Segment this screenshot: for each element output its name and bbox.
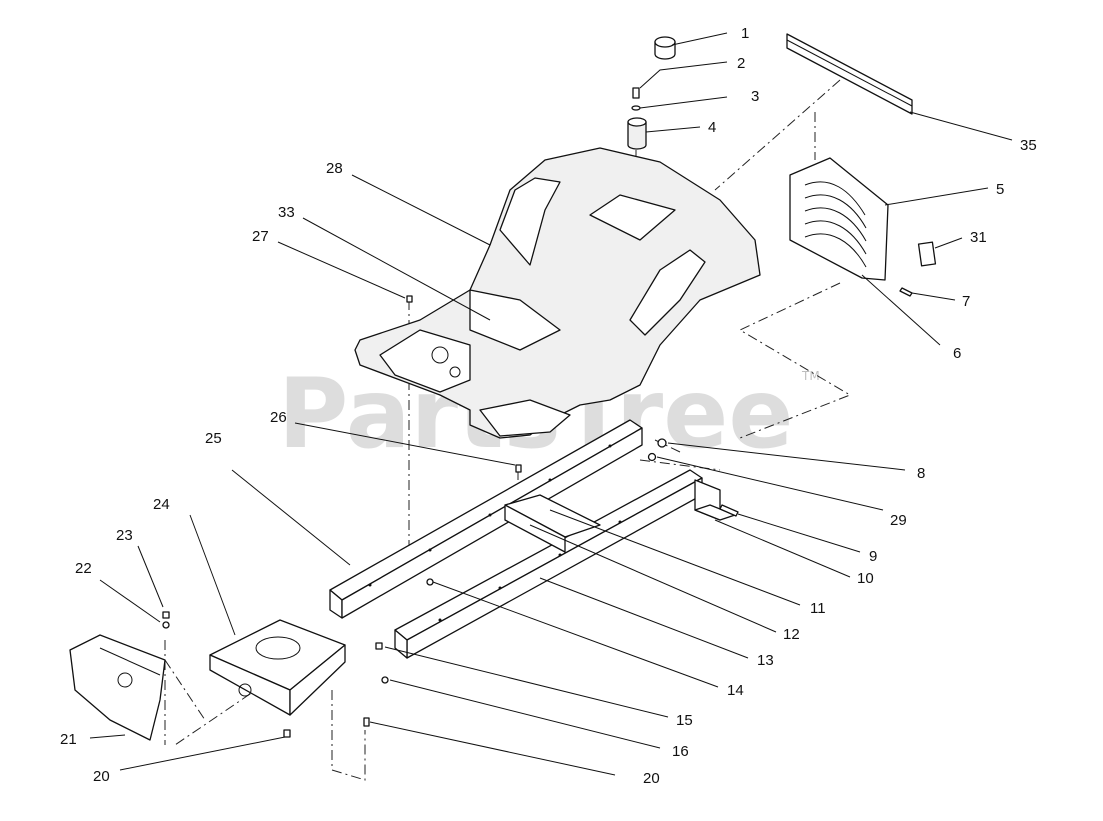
callout-6: 6 bbox=[953, 345, 961, 362]
part-bar bbox=[786, 33, 913, 115]
callout-22: 22 bbox=[75, 560, 92, 577]
part-frame-rail-left bbox=[329, 419, 643, 619]
part-screw-washer bbox=[631, 87, 641, 111]
callout-12: 12 bbox=[783, 626, 800, 643]
part-knob bbox=[654, 36, 676, 60]
part-decal bbox=[917, 241, 937, 267]
callout-3: 3 bbox=[751, 88, 759, 105]
part-bolt-9 bbox=[719, 504, 739, 517]
callout-5: 5 bbox=[996, 181, 1004, 198]
part-nut-29 bbox=[647, 452, 657, 462]
part-grille-panel bbox=[789, 157, 889, 281]
callout-26: 26 bbox=[270, 409, 287, 426]
callout-28: 28 bbox=[326, 160, 343, 177]
callout-29: 29 bbox=[890, 512, 907, 529]
callout-15: 15 bbox=[676, 712, 693, 729]
callout-23: 23 bbox=[116, 527, 133, 544]
callout-31: 31 bbox=[970, 229, 987, 246]
callout-35: 35 bbox=[1020, 137, 1037, 154]
callout-2: 2 bbox=[737, 55, 745, 72]
callout-labels: 1 2 3 4 35 5 31 7 6 28 33 27 26 25 8 29 … bbox=[60, 25, 1037, 787]
callout-33: 33 bbox=[278, 204, 295, 221]
callout-1: 1 bbox=[741, 25, 749, 42]
part-nut-8 bbox=[657, 438, 667, 448]
leader-lines bbox=[89, 32, 1013, 776]
callout-8: 8 bbox=[917, 465, 925, 482]
part-cross-member bbox=[504, 494, 601, 553]
part-bracket-10 bbox=[694, 479, 736, 521]
callout-10: 10 bbox=[857, 570, 874, 587]
callout-11: 11 bbox=[810, 600, 826, 617]
callout-24: 24 bbox=[153, 496, 170, 513]
callout-13: 13 bbox=[757, 652, 774, 669]
callout-25: 25 bbox=[205, 430, 222, 447]
callout-9: 9 bbox=[869, 548, 877, 565]
callout-4: 4 bbox=[708, 119, 716, 136]
part-fender-body bbox=[354, 147, 761, 439]
callout-27: 27 bbox=[252, 228, 269, 245]
callout-14: 14 bbox=[727, 682, 744, 699]
part-screw-7 bbox=[899, 287, 913, 297]
part-mount-plate bbox=[209, 619, 346, 716]
part-shroud bbox=[69, 634, 166, 741]
callout-20-right: 20 bbox=[643, 770, 660, 787]
callout-21: 21 bbox=[60, 731, 77, 748]
callout-7: 7 bbox=[962, 293, 970, 310]
callout-16: 16 bbox=[672, 743, 689, 760]
watermark-trademark: TM bbox=[801, 369, 820, 383]
part-cylinder bbox=[627, 117, 647, 150]
part-hardware bbox=[162, 295, 522, 738]
callout-20-left: 20 bbox=[93, 768, 110, 785]
